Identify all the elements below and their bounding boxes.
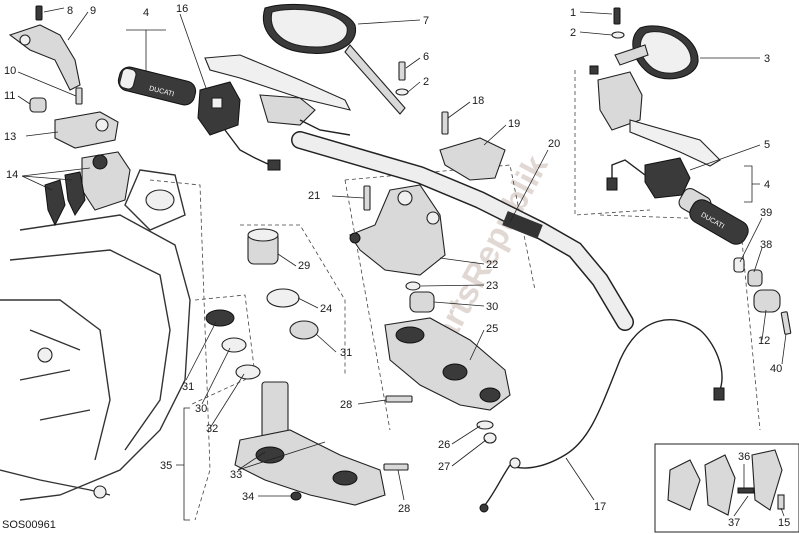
callout-31-left: 31	[182, 381, 194, 393]
callout-18: 18	[472, 95, 484, 107]
nut-27	[483, 432, 497, 444]
ring-30-left	[221, 337, 247, 353]
screw-6	[398, 61, 406, 81]
callout-19: 19	[508, 118, 520, 130]
callout-23: 23	[486, 280, 498, 292]
callout-13: 13	[4, 131, 16, 143]
bolt-34	[290, 491, 302, 501]
mirror-3	[614, 25, 699, 80]
callout-21: 21	[308, 190, 320, 202]
clutch-lever	[204, 54, 352, 136]
switch-5	[606, 157, 691, 199]
screw-1	[613, 7, 621, 25]
callout-31-center: 31	[340, 347, 352, 359]
upper-triple-clamp-25	[384, 317, 511, 411]
frame-assembly	[0, 169, 191, 501]
washer-26	[476, 420, 494, 430]
callout-30-left: 30	[195, 403, 207, 415]
callout-32: 32	[206, 423, 218, 435]
screw-28-lower	[383, 463, 409, 471]
callout-10: 10	[4, 65, 16, 77]
bushing-11	[29, 97, 47, 113]
seal-32	[235, 364, 261, 380]
callout-28-lower: 28	[398, 503, 410, 515]
callout-20: 20	[548, 138, 560, 150]
callout-15: 15	[778, 517, 790, 529]
inset-detail-box	[654, 443, 799, 533]
clamp-19	[439, 137, 506, 181]
screw-10	[75, 87, 83, 105]
callout-11: 11	[4, 90, 15, 102]
callout-2-right: 2	[570, 27, 576, 39]
switch-housing-9	[8, 24, 81, 91]
screw-21	[363, 185, 371, 211]
riser-22	[349, 184, 446, 276]
callout-38: 38	[760, 239, 772, 251]
bracket-13	[54, 111, 119, 149]
ring-30-center	[266, 288, 300, 308]
washer-2-right	[611, 31, 625, 39]
washer-23	[405, 281, 421, 291]
washer-2-center	[395, 88, 409, 96]
lower-triple-clamp-33	[234, 381, 386, 506]
grip-4-left: DUCATI	[117, 66, 197, 106]
diagram-code: SOS00961	[2, 519, 56, 531]
screw-18	[441, 111, 449, 135]
callout-28-upper: 28	[340, 399, 352, 411]
callout-1: 1	[570, 7, 576, 19]
leader-lines	[17, 7, 787, 521]
bearing-31-left	[205, 309, 235, 327]
screw-40	[780, 311, 792, 335]
callout-7: 7	[423, 15, 429, 27]
bar-end-12	[753, 289, 781, 313]
insert-38	[747, 269, 763, 287]
callout-2-center: 2	[423, 76, 429, 88]
callout-8: 8	[67, 5, 73, 17]
bearing-29	[247, 228, 279, 265]
callout-26: 26	[438, 439, 450, 451]
callout-24: 30	[486, 301, 498, 313]
callout-36: 36	[738, 451, 750, 463]
screw-28-upper	[385, 395, 413, 403]
callout-6: 6	[423, 51, 429, 63]
bearing-31-center	[289, 320, 319, 340]
callout-14: 14	[6, 169, 18, 181]
screw-8	[35, 5, 43, 21]
ignition-lock-14	[44, 151, 131, 227]
callout-4-right: 4	[764, 179, 770, 191]
callout-9: 9	[90, 5, 96, 17]
callout-29: 29	[298, 260, 310, 272]
end-weight-39	[733, 257, 745, 273]
callout-4-left: 4	[143, 7, 149, 19]
callout-37: 37	[728, 517, 740, 529]
callout-17: 17	[594, 501, 606, 513]
callout-40: 40	[770, 363, 782, 375]
brake-master-cylinder	[589, 65, 721, 167]
throttle-cable-17	[479, 319, 725, 513]
callout-34: 34	[242, 491, 254, 503]
callout-35: 35	[160, 460, 172, 472]
callout-33: 33	[230, 469, 242, 481]
callout-16: 16	[176, 3, 188, 15]
callout-22: 22	[486, 259, 498, 271]
callout-27: 27	[438, 461, 450, 473]
mirror-7	[263, 3, 406, 115]
callout-5: 5	[764, 139, 770, 151]
callout-30-center: 24	[320, 303, 332, 315]
switch-16	[197, 81, 281, 171]
callout-labels: 8 9 4 16 7 1 2 3 10 6 2 18 11 19 13 20 5…	[4, 3, 790, 529]
callout-25: 25	[486, 323, 498, 335]
callout-12: 12	[758, 335, 770, 347]
callout-39: 39	[760, 207, 772, 219]
grip-4-right: DUCATI	[678, 187, 749, 245]
bushing-24	[409, 291, 435, 313]
callout-3: 3	[764, 53, 770, 65]
